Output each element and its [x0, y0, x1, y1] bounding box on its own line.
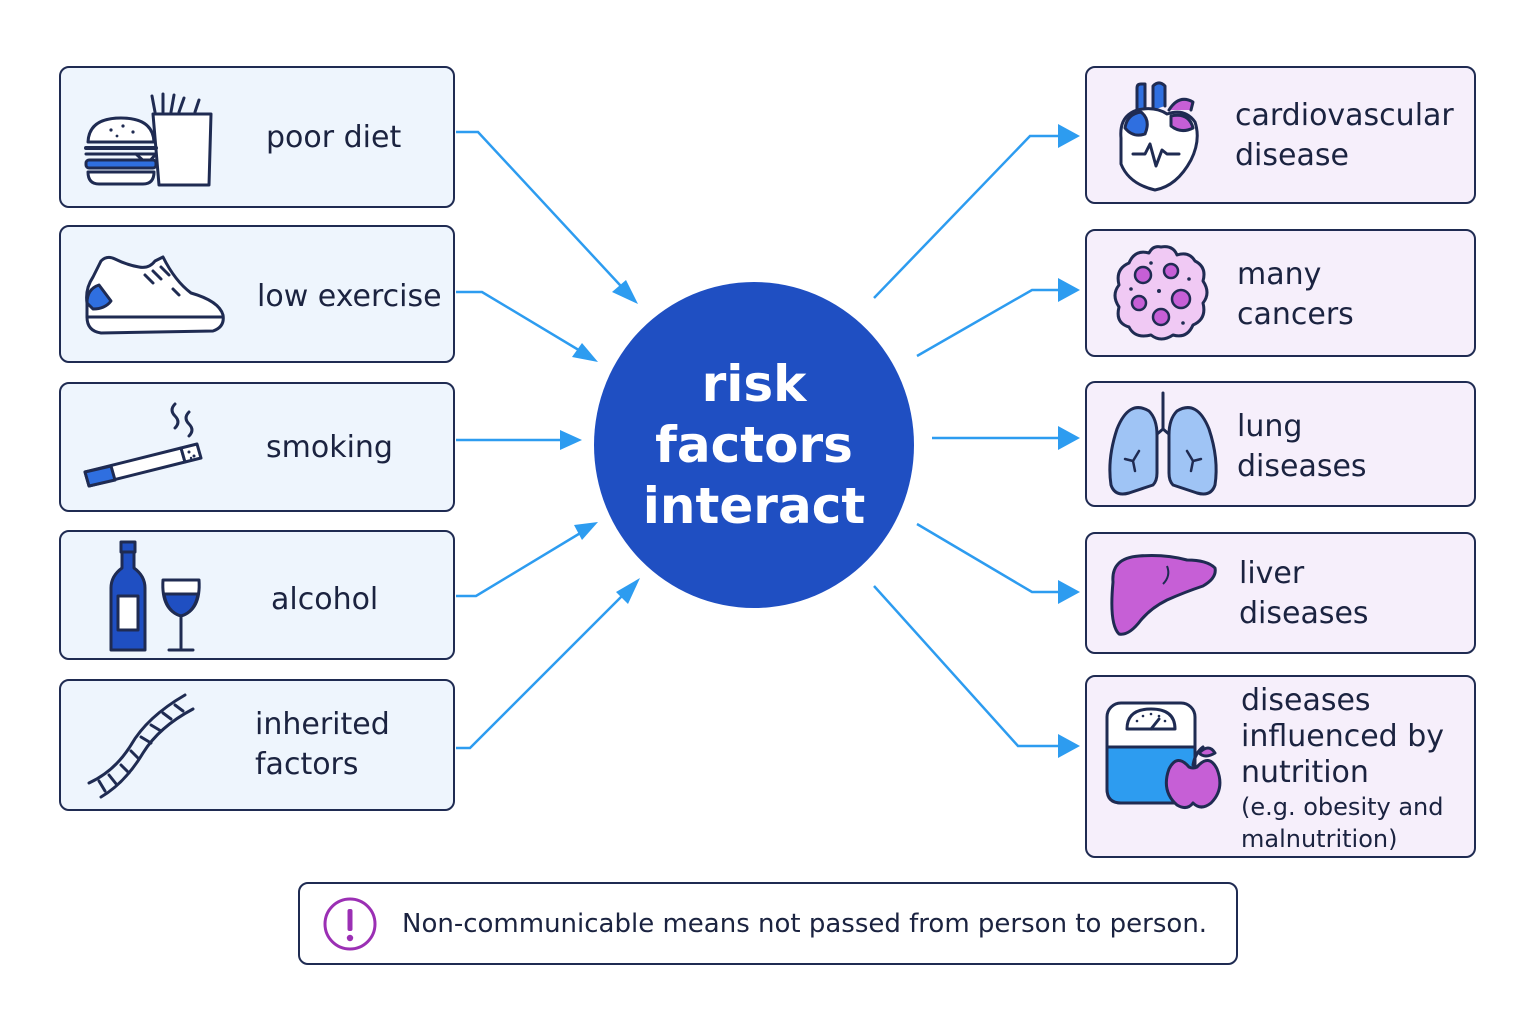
arrowhead — [1058, 124, 1080, 148]
outcome-label-line: influenced by — [1241, 719, 1445, 754]
risk-label: poor diet — [266, 118, 401, 158]
outcome-sublabel-line: (e.g. obesity and — [1241, 793, 1444, 821]
arrowhead — [1058, 734, 1080, 758]
outcome-card-many-cancers: many cancers — [1085, 229, 1476, 357]
lungs-icon — [1108, 391, 1218, 496]
risk-card-low-exercise: low exercise — [59, 225, 455, 363]
arrow-low-exercise — [456, 290, 593, 360]
outcome-label-line: diseases — [1239, 596, 1369, 631]
arrowhead — [1058, 426, 1080, 450]
hub-label: risk factors interact — [643, 354, 866, 537]
dna-icon — [87, 693, 195, 799]
outcome-label-line: lung — [1237, 409, 1303, 444]
note-text: Non-communicable means not passed from p… — [402, 909, 1208, 939]
arrow-cancers — [916, 288, 1074, 358]
outcome-label-line: disease — [1235, 138, 1349, 173]
outcome-card-lung-diseases: lung diseases — [1085, 381, 1476, 507]
risk-factors-hub: risk factors interact — [594, 282, 914, 608]
hub-line-1: risk — [701, 354, 807, 413]
risk-label: inherited factors — [255, 705, 390, 785]
arrow-poor-diet — [456, 130, 633, 299]
outcome-label-line: cancers — [1237, 297, 1354, 332]
outcome-label-line: many — [1237, 257, 1322, 292]
outcome-card-nutrition-diseases: diseases influenced by nutrition (e.g. o… — [1085, 675, 1476, 858]
arrowhead — [612, 280, 638, 304]
risk-card-poor-diet: poor diet — [59, 66, 455, 208]
outcome-label: many cancers — [1237, 255, 1354, 335]
definition-note: Non-communicable means not passed from p… — [298, 882, 1238, 965]
hub-line-2: factors — [655, 415, 853, 474]
risk-label: alcohol — [271, 580, 378, 620]
heart-icon — [1119, 81, 1199, 192]
risk-label-line: alcohol — [271, 582, 379, 617]
sneaker-icon — [85, 255, 225, 335]
outcome-label: cardiovascular disease — [1235, 96, 1454, 176]
arrowhead — [616, 578, 640, 604]
arrowhead — [560, 430, 582, 450]
arrow-cardiovascular — [873, 134, 1074, 299]
outcome-card-liver-diseases: liver diseases — [1085, 532, 1476, 654]
outcome-label-line: nutrition — [1241, 755, 1369, 790]
arrowhead — [572, 343, 598, 362]
risk-label-line: factors — [255, 747, 359, 782]
arrow-nutrition — [873, 585, 1074, 748]
cancer-cell-icon — [1113, 245, 1209, 341]
risk-card-alcohol: alcohol — [59, 530, 455, 660]
arrowhead — [574, 522, 598, 540]
outcome-label: diseases influenced by nutrition (e.g. o… — [1241, 683, 1444, 855]
hub-line-3: interact — [642, 476, 866, 535]
outcome-sublabel-line: malnutrition) — [1241, 825, 1398, 853]
risk-label: low exercise — [257, 277, 442, 317]
risk-label-line: inherited — [255, 707, 390, 742]
risk-card-smoking: smoking — [59, 382, 455, 512]
risk-label-line: low exercise — [257, 279, 442, 314]
arrow-alcohol — [456, 524, 593, 598]
outcome-label: lung diseases — [1237, 407, 1367, 487]
risk-label: smoking — [266, 428, 393, 468]
cigarette-icon — [83, 402, 203, 488]
arrow-liver — [916, 522, 1074, 594]
outcome-label-line: diseases — [1237, 449, 1367, 484]
arrowhead — [1058, 278, 1080, 302]
scale-apple-icon — [1105, 701, 1222, 810]
risk-label-line: smoking — [266, 430, 393, 465]
outcome-label: liver diseases — [1239, 554, 1369, 634]
liver-icon — [1110, 554, 1217, 636]
outcome-card-cardiovascular-disease: cardiovascular disease — [1085, 66, 1476, 204]
exclamation-icon — [323, 897, 377, 951]
wine-bottle-glass-icon — [109, 540, 201, 652]
risk-label-line: poor diet — [266, 120, 402, 155]
outcome-label-line: liver — [1239, 556, 1305, 591]
outcome-label-line: diseases — [1241, 683, 1371, 718]
risk-card-inherited-factors: inherited factors — [59, 679, 455, 811]
outcome-label-line: cardiovascular — [1235, 98, 1454, 133]
arrow-inherited — [456, 583, 635, 750]
arrowhead — [1058, 580, 1080, 604]
burger-fries-icon — [84, 92, 213, 187]
